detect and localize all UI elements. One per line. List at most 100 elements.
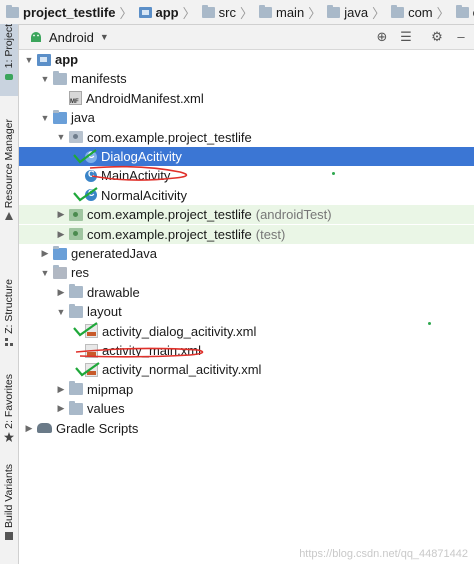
chevron-down-icon[interactable]: ▼ — [56, 306, 66, 317]
tree-node[interactable]: ▶ com.example.project_testlife(androidTes… — [19, 205, 474, 225]
target-icon[interactable]: ⊕ — [376, 29, 388, 44]
tree-node-label: layout — [87, 304, 122, 320]
breadcrumb-label: com — [408, 4, 433, 20]
res-folder-icon — [53, 264, 67, 279]
class-icon — [85, 169, 97, 182]
breadcrumb-item[interactable]: com〉 — [385, 0, 450, 24]
tree-node[interactable]: activity_dialog_acitivity.xml — [19, 322, 474, 341]
tree-node-label: manifests — [71, 71, 127, 87]
folder-icon — [69, 303, 83, 318]
breadcrumb-label: src — [218, 4, 236, 20]
watermark: https://blog.csdn.net/qq_44871442 — [299, 548, 468, 560]
tree-node[interactable]: ▶generatedJava — [19, 244, 474, 263]
tab-favorites[interactable]: 2: Favorites — [0, 374, 18, 449]
checkmark-annotation — [73, 322, 98, 337]
chevron-down-icon[interactable]: ▼ — [99, 32, 109, 42]
tab-resource-manager[interactable]: Resource Manager — [0, 119, 18, 229]
chevron-right-icon[interactable]: ▶ — [57, 383, 65, 394]
tree-node-label: activity_normal_acitivity.xml — [102, 362, 262, 378]
tree-node-label: app — [55, 52, 79, 67]
tree-node-label: activity_dialog_acitivity.xml — [102, 323, 257, 339]
breadcrumb-label: app — [155, 4, 179, 20]
collapse-icon[interactable]: ☰ — [400, 29, 412, 44]
chevron-down-icon[interactable]: ▼ — [40, 267, 50, 278]
chevron-down-icon[interactable]: ▼ — [40, 112, 50, 123]
chevron-down-icon[interactable]: ▼ — [56, 132, 66, 143]
tab-project[interactable]: 1: Project — [0, 24, 18, 96]
breadcrumb-item[interactable]: src〉 — [196, 0, 253, 24]
tree-node-label: res — [71, 265, 90, 281]
chevron-right-icon[interactable]: ▶ — [57, 228, 65, 239]
java-folder-icon — [53, 109, 67, 124]
folder-icon — [6, 4, 19, 18]
tree-node-label: java — [71, 110, 95, 126]
gear-icon[interactable]: ⚙ — [431, 29, 443, 44]
tree-node-label: AndroidManifest.xml — [86, 90, 204, 106]
tree-node-suffix: (androidTest) — [255, 207, 332, 223]
breadcrumb-item[interactable]: app〉 — [133, 0, 196, 24]
folder-icon — [69, 381, 83, 396]
tree-node-label: Gradle Scripts — [56, 420, 139, 436]
tree-node-label: NormalAcitivity — [101, 187, 187, 203]
stray-dot — [332, 172, 335, 175]
stray-dot — [428, 322, 431, 325]
project-toolbar: Android ▼ ⊕ ☰ ⚙ – — [19, 25, 474, 50]
tree-node[interactable]: ▶ Gradle Scripts — [19, 419, 474, 438]
folder-icon — [201, 4, 215, 18]
folder-icon — [259, 4, 272, 18]
breadcrumb-item[interactable]: main〉 — [253, 0, 321, 24]
chevron-right-icon[interactable]: ▶ — [25, 422, 33, 433]
breadcrumb-item[interactable]: project_testlife〉 — [0, 0, 133, 24]
minimize-icon[interactable]: – — [457, 29, 465, 44]
tree-node-label: drawable — [87, 284, 140, 300]
chevron-down-icon[interactable]: ▼ — [24, 54, 34, 65]
android-icon — [31, 32, 41, 42]
breadcrumb-separator-icon: 〉 — [119, 5, 133, 21]
tree-node[interactable]: ▶com.example.project_testlife(test) — [19, 224, 474, 244]
chevron-right-icon[interactable]: ▶ — [57, 286, 65, 297]
test-package-icon — [69, 228, 83, 241]
structure-icon — [5, 337, 13, 346]
tree-node-label: mipmap — [87, 381, 134, 397]
resource-icon — [5, 212, 13, 221]
checkmark-annotation — [73, 187, 98, 202]
folder-icon — [53, 70, 67, 85]
breadcrumb-label: project_testlife — [23, 4, 116, 20]
tree-node-label: activity_main.xml — [102, 343, 201, 358]
tree-node[interactable]: ▶ values — [19, 399, 474, 418]
module-icon — [37, 53, 51, 66]
chevron-right-icon[interactable]: ▶ — [57, 209, 65, 220]
view-mode-select[interactable]: Android — [49, 29, 94, 45]
tree-node[interactable]: ▼ manifests — [19, 69, 474, 88]
tree-node[interactable]: ▼ app — [19, 50, 474, 69]
folder-icon — [327, 4, 341, 18]
tab-structure[interactable]: Z: Structure — [0, 279, 18, 359]
android-icon — [5, 74, 13, 81]
tree-node[interactable]: ▼ java — [19, 108, 474, 127]
breadcrumb-item[interactable]: example〉 — [450, 0, 474, 24]
manifest-file-icon — [69, 91, 82, 106]
tree-node-suffix: (test) — [255, 226, 286, 242]
tree-node[interactable]: AndroidManifest.xml — [19, 89, 474, 108]
folder-icon — [455, 4, 469, 18]
test-package-icon — [69, 208, 83, 221]
chevron-down-icon[interactable]: ▼ — [40, 73, 50, 84]
tree-node-label: com.example.project_testlife — [87, 207, 252, 223]
tree-node[interactable]: ▶ drawable — [19, 283, 474, 302]
breadcrumb-separator-icon: 〉 — [182, 5, 196, 21]
breadcrumb-label: main — [276, 4, 305, 20]
tree-node[interactable]: ▼ layout — [19, 302, 474, 321]
java-folder-icon — [53, 245, 67, 260]
breadcrumb-item[interactable]: java〉 — [321, 0, 385, 24]
tree-node[interactable]: ▶ mipmap — [19, 380, 474, 399]
package-icon — [69, 131, 83, 144]
tab-build-variants[interactable]: Build Variants — [0, 464, 18, 554]
gradle-icon — [37, 423, 52, 434]
strikethrough-annotation — [75, 347, 204, 358]
tree-node-label: values — [87, 401, 125, 417]
chevron-right-icon[interactable]: ▶ — [41, 248, 49, 258]
tree-node[interactable]: ▼ res — [19, 263, 474, 282]
chevron-right-icon[interactable]: ▶ — [57, 403, 65, 414]
tree-node[interactable]: ▼com.example.project_testlife — [19, 128, 474, 147]
